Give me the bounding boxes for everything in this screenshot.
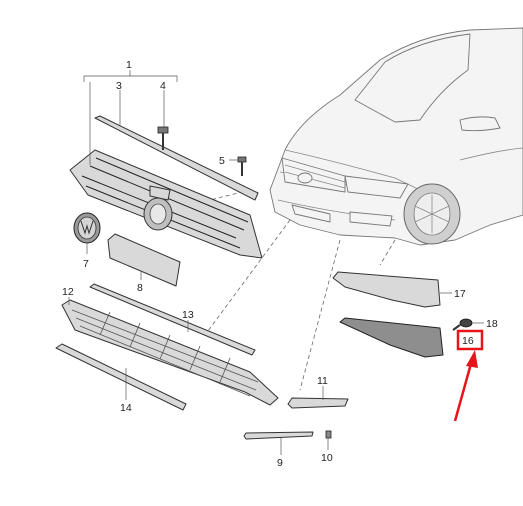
- callout-14: 14: [120, 402, 132, 414]
- license-plate-holder-8: [107, 233, 181, 287]
- trim-part-11: [287, 397, 349, 409]
- screw-5: [237, 156, 247, 176]
- red-arrow: [453, 350, 478, 422]
- callout-16: 16: [462, 335, 474, 347]
- callout-17: 17: [454, 288, 466, 300]
- clip-10: [325, 430, 332, 439]
- callout-5: 5: [219, 155, 225, 167]
- callout-12: 12: [62, 286, 74, 298]
- car-illustration: [269, 27, 523, 246]
- callout-13: 13: [182, 309, 194, 321]
- trim-strip-14: [55, 343, 187, 411]
- trim-part-9: [243, 431, 314, 440]
- callout-7: 7: [83, 258, 89, 270]
- callout-8: 8: [137, 282, 143, 294]
- screw-4: [157, 126, 169, 150]
- callout-3: 3: [116, 80, 122, 92]
- lower-grille-12: [61, 299, 279, 406]
- projection-lines: [204, 189, 396, 391]
- vw-emblem-7: [73, 212, 101, 244]
- fog-light-frame-16: [339, 317, 444, 358]
- callout-10: 10: [321, 452, 333, 464]
- callout-1: 1: [126, 59, 132, 71]
- callout-11: 11: [317, 375, 328, 387]
- trim-strip-3: [94, 115, 259, 201]
- trim-strip-13: [89, 283, 256, 356]
- callout-16-highlight-box: [456, 329, 484, 351]
- fog-light-frame-17: [332, 271, 441, 308]
- upper-grille-assembly: [69, 149, 263, 259]
- callout-9: 9: [277, 457, 283, 469]
- leader-lines: [68, 70, 484, 455]
- callout-18: 18: [486, 318, 498, 330]
- callout-4: 4: [160, 80, 166, 92]
- screw-18: [452, 318, 473, 331]
